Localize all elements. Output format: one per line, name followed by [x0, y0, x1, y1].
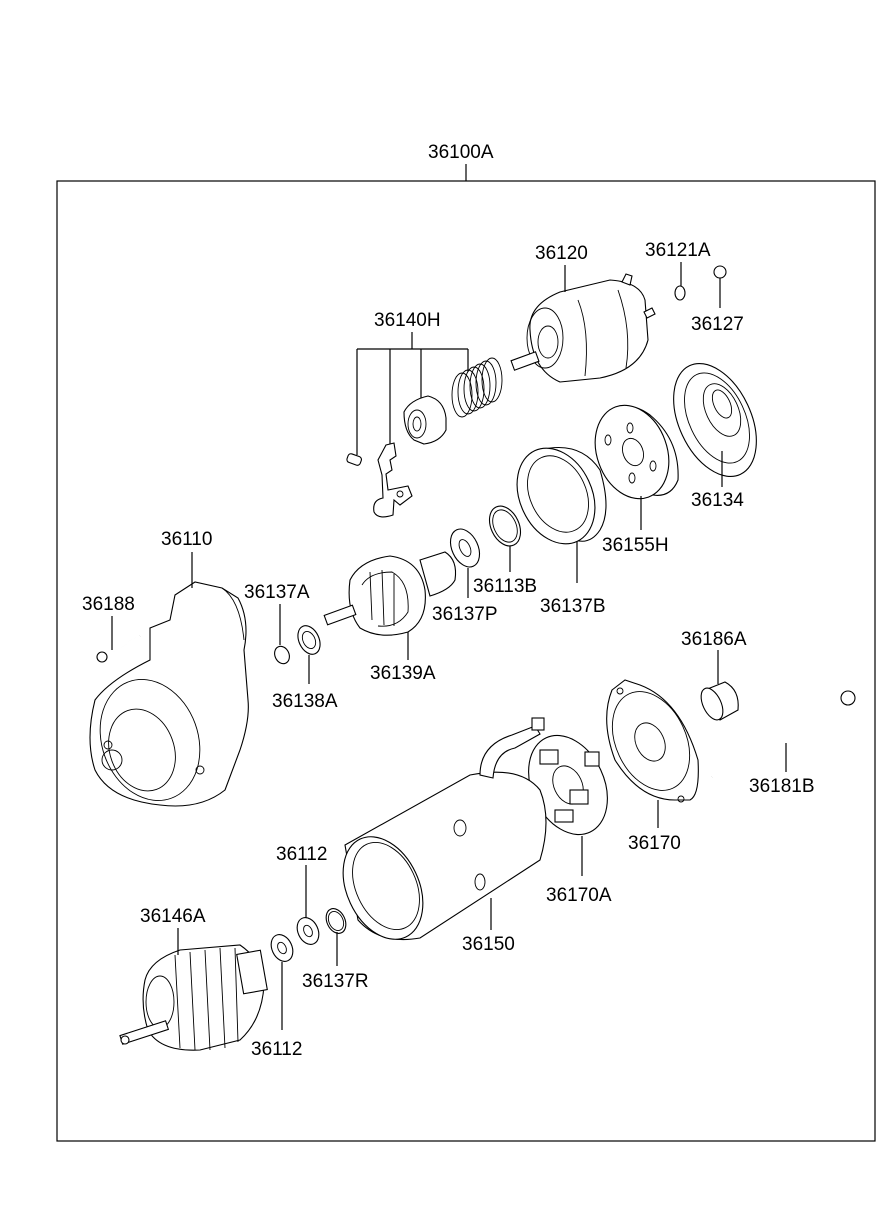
label-36137P[interactable]: 36137P: [432, 604, 498, 625]
label-36100A[interactable]: 36100A: [428, 142, 494, 163]
label-36137B[interactable]: 36137B: [540, 596, 606, 617]
part-washer-36137P[interactable]: [445, 524, 485, 571]
label-36170A[interactable]: 36170A: [546, 885, 612, 906]
label-36139A[interactable]: 36139A: [370, 663, 436, 684]
part-brush-holder-36170A[interactable]: [513, 723, 622, 848]
part-rear-cover-36170[interactable]: [597, 679, 704, 803]
part-pin[interactable]: [346, 453, 362, 466]
part-gear-holder-36155H[interactable]: [583, 395, 682, 509]
label-36120[interactable]: 36120: [535, 243, 588, 264]
part-front-housing-36110[interactable]: [84, 581, 249, 815]
part-clutch-pinion-36139A[interactable]: [323, 551, 457, 636]
label-36137A[interactable]: 36137A: [244, 582, 310, 603]
label-36112-upper[interactable]: 36112: [276, 844, 327, 865]
label-36140H[interactable]: 36140H: [374, 310, 441, 331]
part-yoke-36150[interactable]: [328, 717, 547, 952]
label-36181B[interactable]: 36181B: [749, 776, 815, 797]
label-36113B[interactable]: 36113B: [473, 576, 537, 597]
part-washer-36112-upper[interactable]: [293, 914, 323, 948]
part-armature-36146A[interactable]: [119, 944, 268, 1051]
part-nut-36127[interactable]: [713, 265, 727, 279]
label-36110[interactable]: 36110: [161, 529, 212, 550]
part-ring-36137R[interactable]: [322, 905, 349, 936]
label-36186A[interactable]: 36186A: [681, 629, 747, 650]
leader-36140H: [356, 332, 469, 455]
label-36137R[interactable]: 36137R: [302, 971, 369, 992]
part-washer-36121A[interactable]: [674, 285, 686, 301]
label-36134[interactable]: 36134: [691, 490, 744, 511]
part-through-bolt-36181B[interactable]: [711, 690, 856, 779]
label-36170[interactable]: 36170: [628, 833, 681, 854]
label-36138A[interactable]: 36138A: [272, 691, 338, 712]
part-snap-ring-36137A[interactable]: [272, 644, 292, 666]
part-plunger[interactable]: [403, 395, 447, 445]
part-plate-36134[interactable]: [657, 350, 773, 489]
label-36112-lower[interactable]: 36112: [251, 1039, 302, 1060]
part-spring[interactable]: [451, 357, 503, 418]
label-36121A[interactable]: 36121A: [645, 240, 711, 261]
part-solenoid-36120[interactable]: [510, 273, 656, 383]
label-36188[interactable]: 36188: [82, 594, 135, 615]
label-36127[interactable]: 36127: [691, 314, 744, 335]
label-36146A[interactable]: 36146A: [140, 906, 206, 927]
part-internal-gear-36137B[interactable]: [502, 435, 610, 556]
part-ring-36113B[interactable]: [483, 501, 526, 551]
part-shift-lever[interactable]: [373, 442, 413, 518]
part-bolt-36188[interactable]: [96, 635, 141, 663]
label-36155H[interactable]: 36155H: [602, 535, 669, 556]
label-36150[interactable]: 36150: [462, 934, 515, 955]
part-bushing-36186A[interactable]: [697, 681, 739, 723]
part-stop-collar-36138A[interactable]: [294, 622, 325, 658]
part-washer-36112-lower[interactable]: [267, 931, 297, 965]
